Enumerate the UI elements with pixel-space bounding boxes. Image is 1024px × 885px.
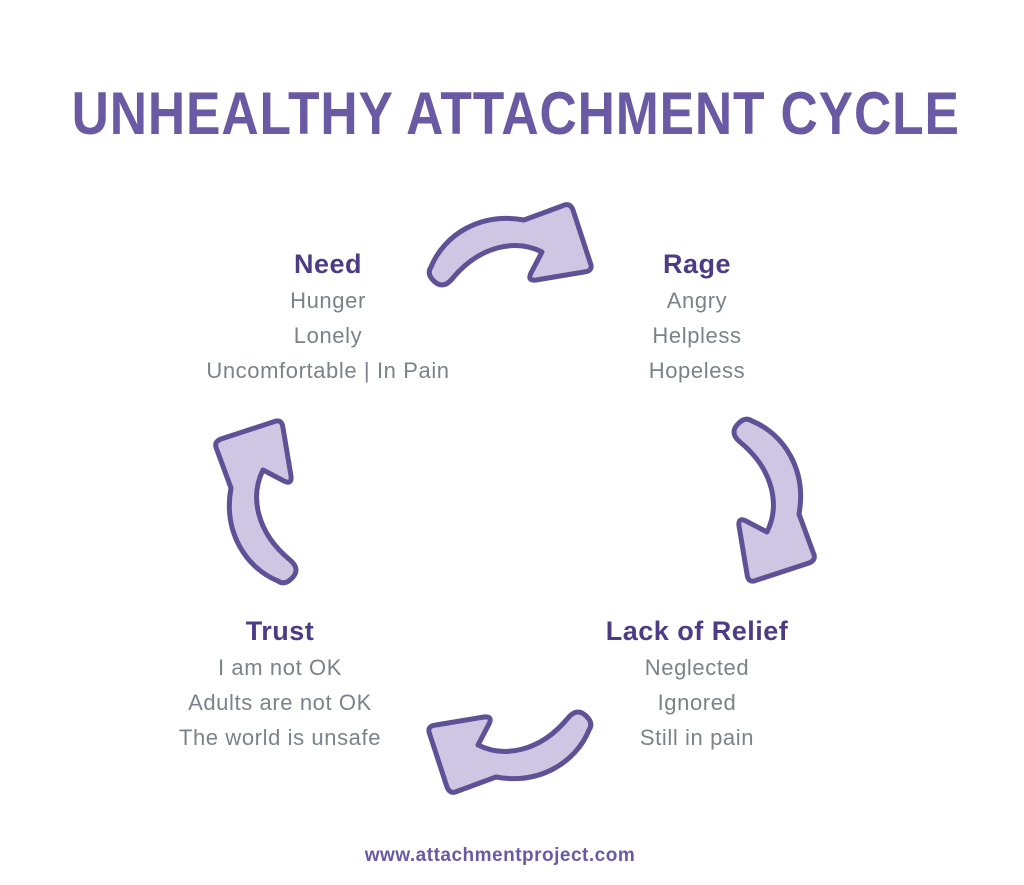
stage-lack-of-relief-item: Still in pain <box>639 725 755 750</box>
stage-need-item: Lonely <box>293 323 363 348</box>
stage-need-heading: Need <box>293 249 363 279</box>
stage-trust: Trust I am not OK Adults are not OK The … <box>110 614 450 755</box>
stage-rage-items: Angry Helpless Hopeless <box>527 283 867 388</box>
cycle-arrow-left-icon <box>210 414 306 590</box>
stage-trust-item: Adults are not OK <box>188 690 372 715</box>
stage-trust-item: I am not OK <box>218 655 342 680</box>
cycle-arrow-right-icon <box>724 412 820 588</box>
cycle-arrow-top-icon <box>422 199 598 295</box>
stage-lack-of-relief-heading: Lack of Relief <box>605 616 789 646</box>
stage-rage-item: Angry <box>666 288 728 313</box>
website-url: www.attachmentproject.com <box>364 845 636 866</box>
stage-need: Need Hunger Lonely Uncomfortable | In Pa… <box>158 247 498 388</box>
stage-lack-of-relief-item: Ignored <box>657 690 737 715</box>
stage-trust-items: I am not OK Adults are not OK The world … <box>110 650 450 755</box>
stage-lack-of-relief-items: Neglected Ignored Still in pain <box>527 650 867 755</box>
stage-trust-item: The world is unsafe <box>178 725 382 750</box>
stage-need-item: Uncomfortable | In Pain <box>206 358 450 383</box>
stage-trust-heading: Trust <box>245 616 315 646</box>
stage-rage-heading: Rage <box>662 249 732 279</box>
stage-rage: Rage Angry Helpless Hopeless <box>527 247 867 388</box>
stage-need-items: Hunger Lonely Uncomfortable | In Pain <box>158 283 498 388</box>
page-title: UNHEALTHY ATTACHMENT CYCLE <box>71 80 960 147</box>
stage-lack-of-relief: Lack of Relief Neglected Ignored Still i… <box>527 614 867 755</box>
cycle-arrow-bottom-icon <box>422 702 598 798</box>
stage-rage-item: Helpless <box>652 323 742 348</box>
stage-lack-of-relief-item: Neglected <box>644 655 750 680</box>
stage-rage-item: Hopeless <box>648 358 746 383</box>
stage-need-item: Hunger <box>290 288 366 313</box>
